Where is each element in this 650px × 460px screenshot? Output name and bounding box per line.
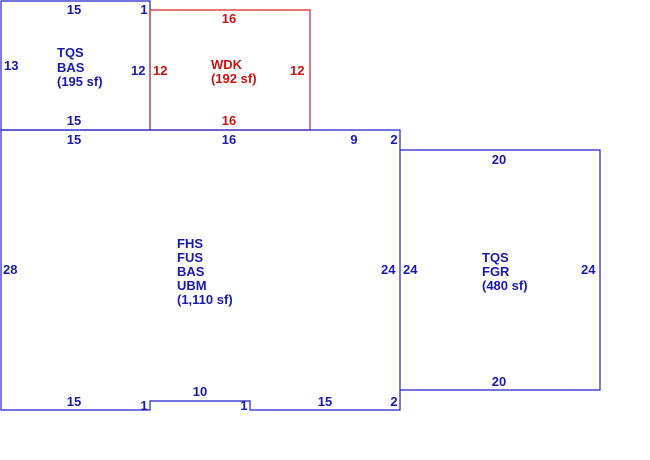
dim-tqs-left: 13 — [4, 58, 18, 73]
main-label-2: FUS — [177, 250, 203, 265]
dim-main-top-corner: 2 — [390, 132, 397, 147]
dim-main-right: 24 — [381, 262, 396, 277]
dim-tqs-right: 12 — [131, 63, 145, 78]
dim-main-notch-top: 10 — [193, 384, 207, 399]
main-label-1: FHS — [177, 236, 203, 251]
dim-garage-top: 20 — [492, 152, 506, 167]
dim-main-notch-left: 1 — [140, 398, 147, 413]
dim-wdk-bottom: 16 — [222, 113, 236, 128]
wdk-area: (192 sf) — [211, 71, 257, 86]
dim-tqs-bottom: 15 — [67, 113, 81, 128]
dim-tqs-top: 15 — [67, 2, 81, 17]
wdk-label: WDK — [211, 57, 243, 72]
dim-tqs-corner: 1 — [140, 2, 147, 17]
tqs-bas-label-2: BAS — [57, 60, 85, 75]
dim-main-left: 28 — [3, 262, 17, 277]
main-area-outline — [0, 129, 401, 411]
main-label-3: BAS — [177, 264, 205, 279]
main-label-4: UBM — [177, 278, 207, 293]
garage-label-1: TQS — [482, 250, 509, 265]
tqs-bas-area: (195 sf) — [57, 74, 103, 89]
garage-label-2: FGR — [482, 264, 510, 279]
dim-garage-bottom: 20 — [492, 374, 506, 389]
dim-main-top-mid: 16 — [222, 132, 236, 147]
dim-main-notch-right: 1 — [240, 398, 247, 413]
garage-area: (480 sf) — [482, 278, 528, 293]
dim-main-bottom-left: 15 — [67, 394, 81, 409]
garage-outline — [400, 149, 601, 391]
dim-wdk-right: 12 — [290, 63, 304, 78]
dim-main-top-left: 15 — [67, 132, 81, 147]
dim-garage-left: 24 — [403, 262, 418, 277]
dim-wdk-left: 12 — [153, 63, 167, 78]
dim-main-bottom-right: 15 — [318, 394, 332, 409]
main-area: (1,110 sf) — [177, 292, 233, 307]
dim-main-top-right: 9 — [350, 132, 357, 147]
dim-wdk-top: 16 — [222, 11, 236, 26]
tqs-bas-label-1: TQS — [57, 45, 84, 60]
dim-garage-right: 24 — [581, 262, 596, 277]
dim-main-bottom-corner: 2 — [390, 394, 397, 409]
